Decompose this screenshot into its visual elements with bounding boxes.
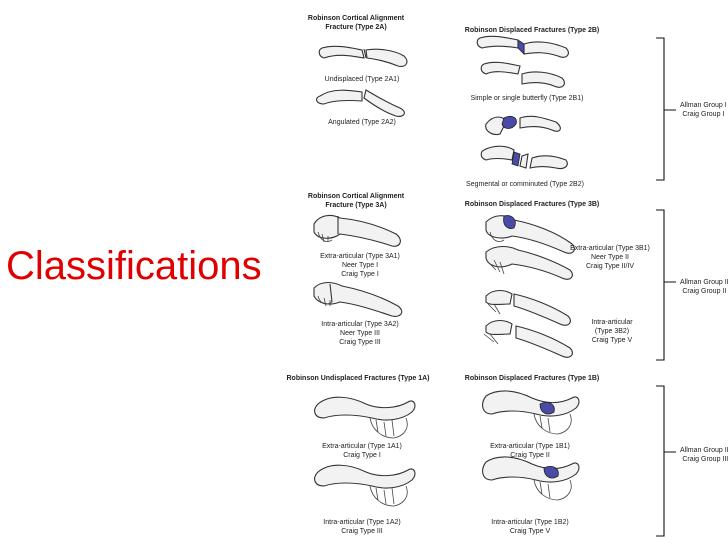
type-3b2-caption-line-1: Intra-articular — [591, 319, 633, 326]
type-1a1-caption-line-1: Extra-articular (Type 1A1) — [322, 443, 402, 450]
type-2b-drawing-2 — [480, 61, 565, 88]
type-2b2-caption: Segmental or comminuted (Type 2B2) — [466, 181, 584, 188]
type-3a1-caption-line-1: Extra-articular (Type 3A1) — [320, 253, 400, 260]
type-1b-extra-articular-drawing — [482, 390, 580, 435]
type-3a2-caption: Intra-articular (Type 3A2) Neer Type III… — [321, 320, 398, 347]
group-1-label: Allman Group I Craig Group I — [680, 101, 727, 119]
type-3a2-caption-line-3: Craig Type III — [339, 339, 381, 346]
group-1-allman: Allman Group I — [680, 102, 727, 109]
type-1b2-caption-line-1: Intra-articular (Type 1B2) — [491, 519, 569, 526]
type-3b1-caption-line-2: Neer Type II — [590, 254, 629, 261]
type-2a2-caption: Angulated (Type 2A2) — [328, 119, 396, 126]
type-2a-angulated-drawing — [315, 89, 405, 117]
type-3a-extra-articular-drawing — [313, 214, 401, 247]
type-3b-drawing-4 — [483, 319, 573, 358]
type-1a-header: Robinson Undisplaced Fractures (Type 1A) — [286, 375, 430, 382]
group-1-bracket — [656, 37, 676, 181]
type-3a2-caption-line-1: Intra-articular (Type 3A2) — [321, 321, 399, 328]
type-3b1-caption-line-1: Extra-articular (Type 3B1) — [570, 245, 650, 252]
type-2b-drawing-1 — [476, 35, 569, 58]
type-1b-intra-articular-drawing — [482, 456, 580, 501]
group-3-craig: Craig Group III — [682, 456, 728, 463]
group-2-allman: Allman Group II — [680, 279, 728, 286]
type-1b2-caption-line-2: Craig Type V — [509, 528, 551, 535]
type-1a2-caption-line-2: Craig Type III — [341, 528, 383, 535]
type-2b-header: Robinson Displaced Fractures (Type 2B) — [464, 27, 600, 34]
group-2-label: Allman Group II Craig Group II — [680, 278, 728, 296]
type-3a-intra-articular-drawing — [313, 281, 403, 317]
group-2-bracket — [656, 209, 676, 361]
type-1a2-caption-line-1: Intra-articular (Type 1A2) — [323, 519, 401, 526]
group-3-label: Allman Group III Craig Group III — [680, 446, 728, 464]
group-3-bracket — [656, 385, 676, 537]
type-1a-intra-articular-drawing — [314, 464, 416, 507]
type-2a-header-line-1: Robinson Cortical Alignment — [307, 15, 405, 22]
type-1a2-caption: Intra-articular (Type 1A2) Craig Type II… — [323, 518, 400, 536]
type-3a-header-line-2: Fracture (Type 3A) — [325, 202, 387, 209]
type-1b-header: Robinson Displaced Fractures (Type 1B) — [464, 375, 600, 382]
type-3b-header: Robinson Displaced Fractures (Type 3B) — [464, 201, 600, 208]
type-3b2-caption-line-2: (Type 3B2) — [594, 328, 630, 335]
type-1b1-caption-line-2: Craig Type II — [510, 452, 550, 459]
type-3a1-caption-line-3: Craig Type I — [341, 271, 379, 278]
type-2b1-caption: Simple or single butterfly (Type 2B1) — [470, 95, 584, 102]
type-3b-drawing-1 — [485, 215, 575, 254]
type-3a-header: Robinson Cortical Alignment Fracture (Ty… — [308, 192, 404, 210]
type-1b2-caption: Intra-articular (Type 1B2) Craig Type V — [491, 518, 568, 536]
type-3b-drawing-2 — [485, 245, 573, 280]
type-2a1-caption: Undisplaced (Type 2A1) — [324, 76, 400, 83]
type-3a2-caption-line-2: Neer Type III — [340, 330, 380, 337]
type-3b2-caption: Intra-articular (Type 3B2) Craig Type V — [591, 318, 632, 345]
type-3a1-caption: Extra-articular (Type 3A1) Neer Type I C… — [320, 252, 400, 279]
type-1a-extra-articular-drawing — [314, 396, 416, 439]
type-3a1-caption-line-2: Neer Type I — [341, 262, 379, 269]
type-1b1-caption: Extra-articular (Type 1B1) Craig Type II — [490, 442, 570, 460]
group-1-craig: Craig Group I — [682, 111, 725, 118]
type-3b-drawing-3 — [485, 289, 571, 326]
type-2b-drawing-3 — [485, 115, 561, 136]
type-2a-undisplaced-drawing — [318, 45, 408, 67]
type-1a1-caption-line-2: Craig Type I — [343, 452, 381, 459]
slide-title: Classifications — [6, 244, 262, 288]
type-3b1-caption: Extra-articular (Type 3B1) Neer Type II … — [570, 244, 650, 271]
type-1a1-caption: Extra-articular (Type 1A1) Craig Type I — [322, 442, 402, 460]
type-2a-header-line-2: Fracture (Type 2A) — [325, 24, 387, 31]
type-3a-header-line-1: Robinson Cortical Alignment — [307, 193, 405, 200]
type-3b1-caption-line-3: Craig Type II/IV — [585, 263, 635, 270]
group-2-craig: Craig Group II — [682, 288, 727, 295]
type-2a-header: Robinson Cortical Alignment Fracture (Ty… — [308, 14, 404, 32]
type-3b2-caption-line-3: Craig Type V — [591, 337, 633, 344]
group-3-allman: Allman Group III — [680, 447, 728, 454]
type-2b-drawing-4 — [480, 145, 568, 170]
type-1b1-caption-line-1: Extra-articular (Type 1B1) — [490, 443, 570, 450]
